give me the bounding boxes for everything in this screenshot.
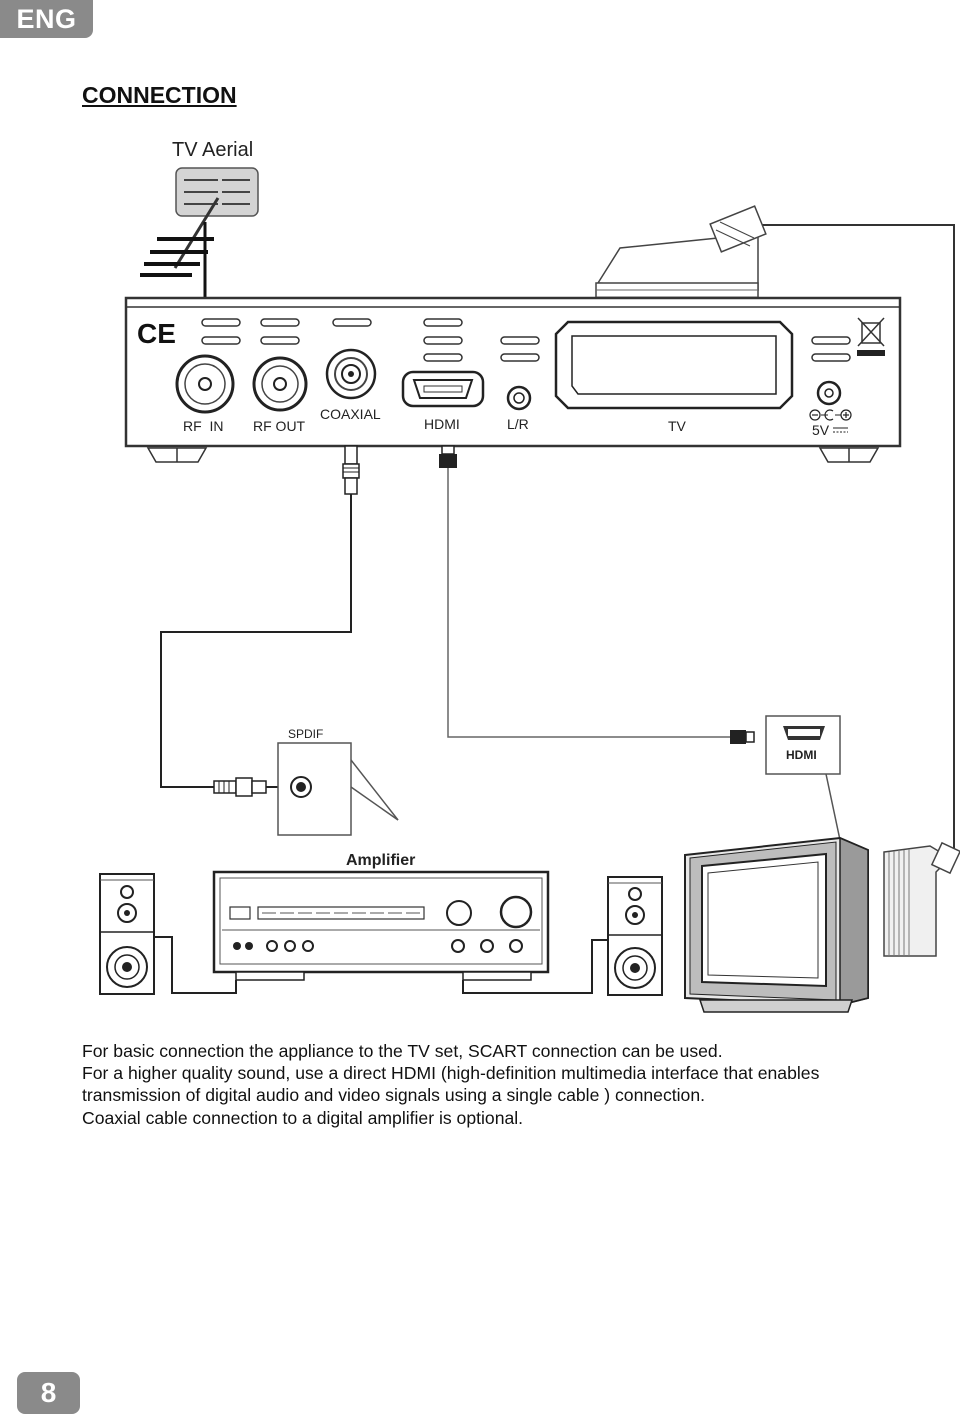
tv-hdmi-callout: HDMI xyxy=(765,715,841,841)
spdif-label: SPDIF xyxy=(288,727,323,741)
amplifier-label: Amplifier xyxy=(346,852,415,869)
tv-scart-port xyxy=(554,320,794,410)
spdif-callout: SPDIF xyxy=(277,727,399,836)
connection-description: For basic connection the appliance to th… xyxy=(82,1040,912,1129)
language-badge: ENG xyxy=(0,0,93,38)
rf-in-port xyxy=(175,354,235,414)
connection-diagram: TV Aerial CE xyxy=(99,139,960,1013)
receiver-back-panel: CE RF IN xyxy=(124,296,902,463)
lr-label: L/R xyxy=(507,416,529,432)
coaxial-cable xyxy=(160,445,360,797)
tv-hdmi-label: HDMI xyxy=(786,748,817,762)
television xyxy=(684,836,869,1013)
hdmi-port xyxy=(401,370,485,408)
power-label: 5V xyxy=(812,422,830,438)
aerial-label: TV Aerial xyxy=(172,139,253,161)
hdmi-label: HDMI xyxy=(424,416,460,432)
coaxial-port xyxy=(325,348,377,400)
page-number: 8 xyxy=(17,1372,80,1414)
paragraph-hdmi-1: For a higher quality sound, use a direct… xyxy=(82,1063,820,1084)
paragraph-coaxial: Coaxial cable connection to a digital am… xyxy=(82,1107,524,1128)
weee-bin-icon xyxy=(857,317,885,356)
hdmi-cable xyxy=(439,445,755,744)
coaxial-label: COAXIAL xyxy=(320,406,381,422)
tv-aerial: TV Aerial xyxy=(140,139,259,365)
rf-in-label: RF IN xyxy=(183,418,223,434)
speaker-left xyxy=(99,873,155,995)
page-title: CONNECTION xyxy=(82,82,237,108)
speaker-left-cable xyxy=(154,936,237,994)
tv-scart-plug xyxy=(883,841,960,957)
rf-out-label: RF OUT xyxy=(253,418,306,434)
paragraph-hdmi-2: transmission of digital audio and video … xyxy=(82,1085,705,1106)
speaker-right-cable xyxy=(462,939,608,994)
amplifier: Amplifier xyxy=(212,852,550,981)
rf-out-port xyxy=(252,356,308,412)
speaker-right xyxy=(607,876,663,996)
power-jack xyxy=(809,380,852,421)
paragraph-scart: For basic connection the appliance to th… xyxy=(82,1041,723,1061)
ce-mark: CE xyxy=(137,318,176,349)
tv-label: TV xyxy=(668,418,687,434)
lr-port xyxy=(506,385,532,411)
